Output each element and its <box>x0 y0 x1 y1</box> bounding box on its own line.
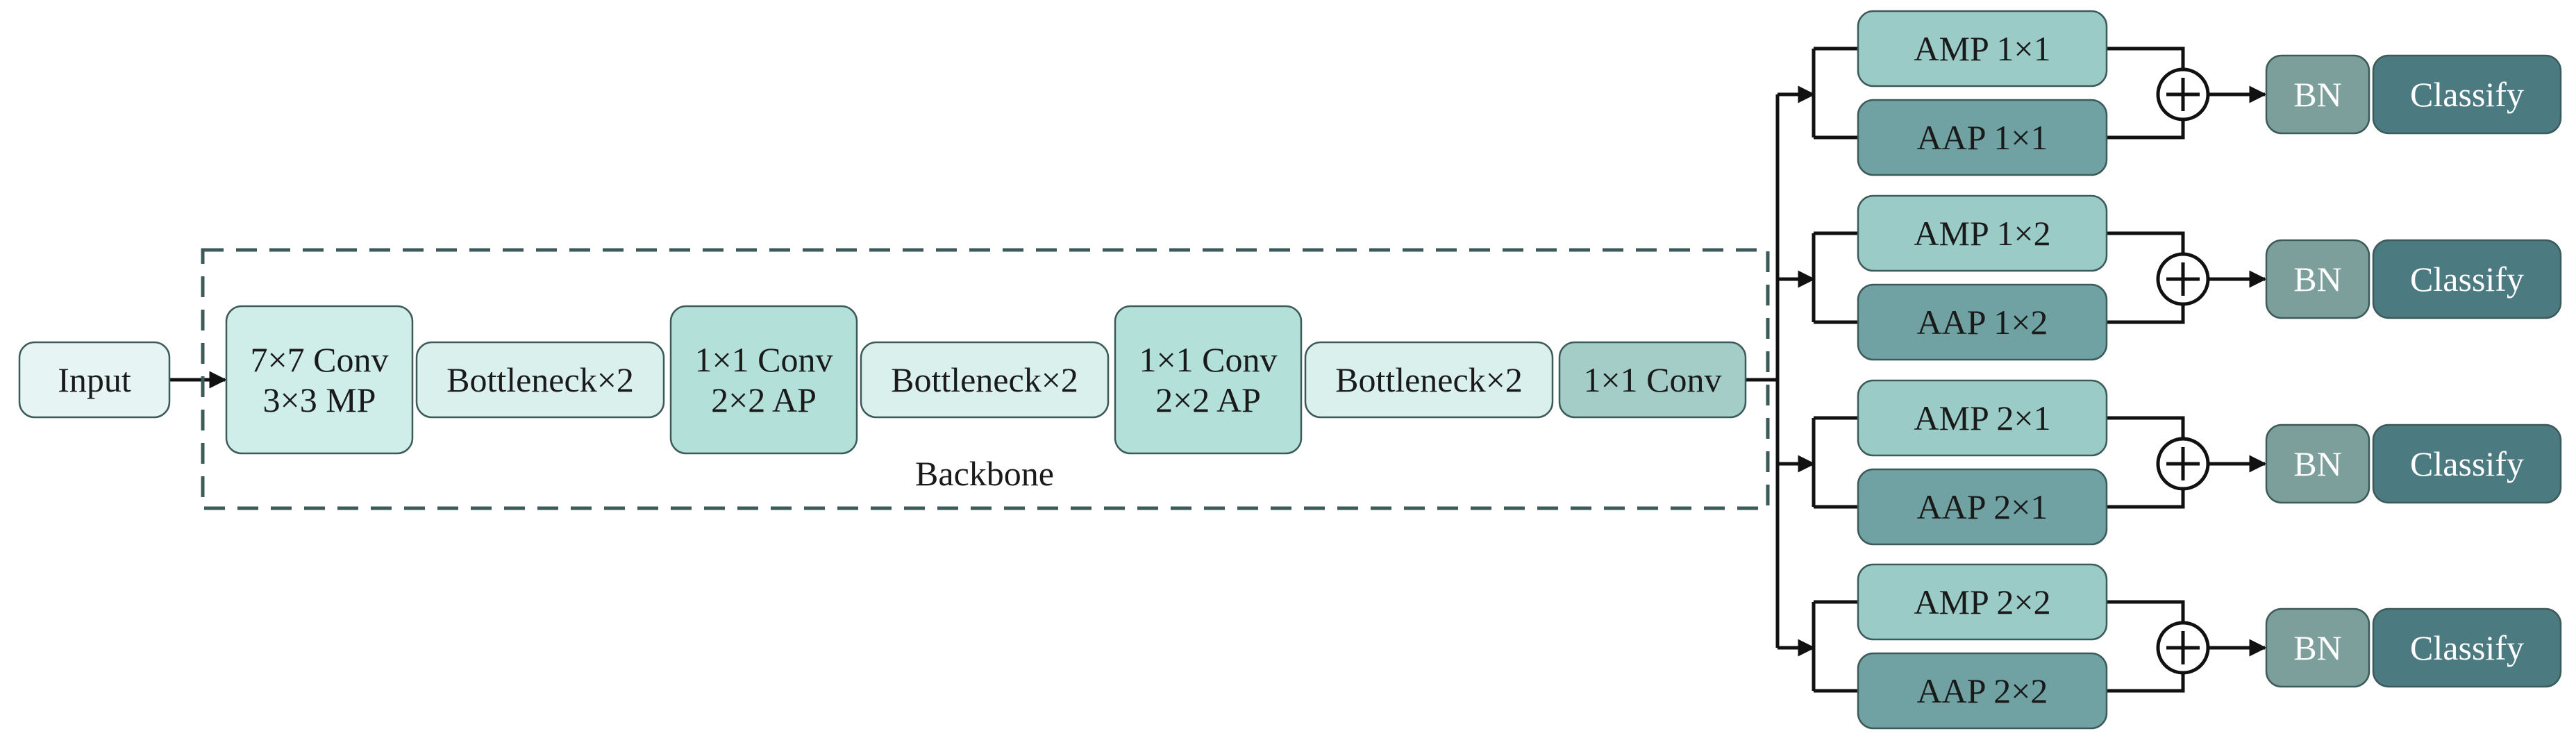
branch-1-aap-block-shape <box>1857 99 2108 176</box>
backbone-stage-4: Bottleneck×2 <box>860 341 1110 419</box>
branch-2-bn-block-shape <box>2265 239 2370 319</box>
branch-4-amp-merge <box>2107 600 2185 623</box>
branch-4-aap-block-label: AAP 2×2 <box>1917 671 2048 710</box>
branch-3-classify-block-shape <box>2372 424 2562 504</box>
backbone-stage-4-shape <box>860 341 1110 419</box>
branch-2-bn-block: BN <box>2265 239 2370 319</box>
branch-2-classify-block: Classify <box>2372 239 2562 319</box>
input-block-shape <box>18 341 171 419</box>
branch-1-amp-block-shape <box>1857 10 2108 87</box>
branch-2-sum-icon <box>2156 252 2210 306</box>
branch-1-bn-block-label: BN <box>2293 75 2341 114</box>
backbone-stage-4-label: Bottleneck×2 <box>891 360 1078 399</box>
branch-3-classify-block: Classify <box>2372 424 2562 504</box>
backbone-region <box>201 248 1770 510</box>
branch-3-amp-block-shape <box>1857 379 2108 457</box>
backbone-stage-5-label: 2×2 AP <box>1155 380 1261 419</box>
branch-4-bn-block-shape <box>2265 608 2370 688</box>
branch-4-classify-block: Classify <box>2372 608 2562 688</box>
backbone-stage-2: Bottleneck×2 <box>415 341 665 419</box>
branch-2-amp-merge <box>2107 231 2185 254</box>
backbone-stage-3-label: 1×1 Conv <box>694 340 833 379</box>
branch-1-bn-block: BN <box>2265 54 2370 135</box>
branch-4-amp-block: AMP 2×2 <box>1857 563 2108 641</box>
input-block-label: Input <box>58 360 131 399</box>
backbone-stage-6-shape <box>1304 341 1554 419</box>
backbone-stage-7-shape <box>1558 341 1747 419</box>
backbone-stage-5-label: 1×1 Conv <box>1139 340 1277 379</box>
backbone-stage-6: Bottleneck×2 <box>1304 341 1554 419</box>
branch-3-sum-icon <box>2156 437 2210 491</box>
branch-3-bn-block-shape <box>2265 424 2370 504</box>
backbone-stage-1-shape <box>225 305 414 455</box>
branch-4-classify-block-label: Classify <box>2410 628 2524 667</box>
branch-2-aap-block: AAP 1×2 <box>1857 283 2108 361</box>
branch-2-aap-block-shape <box>1857 283 2108 361</box>
branch-1-classify-block-label: Classify <box>2410 75 2524 114</box>
branch-3-classify-block-label: Classify <box>2410 444 2524 483</box>
branch-2-classify-block-label: Classify <box>2410 260 2524 299</box>
branch-3-aap-block-label: AAP 2×1 <box>1917 487 2048 526</box>
branch-1-classify-block-shape <box>2372 54 2562 135</box>
backbone-stage-5-shape <box>1114 305 1303 455</box>
branch-1-amp-merge <box>2107 47 2185 69</box>
backbone-stage-7-label: 1×1 Conv <box>1583 360 1721 399</box>
branch-1-amp-block: AMP 1×1 <box>1857 10 2108 87</box>
backbone-stage-3-shape <box>669 305 858 455</box>
branch-3-aap-block-shape <box>1857 468 2108 546</box>
branch-2-amp-block: AMP 1×2 <box>1857 194 2108 272</box>
branch-1-sum-icon <box>2156 67 2210 122</box>
backbone-stage-1-label: 3×3 MP <box>263 380 376 419</box>
branch-1-aap-merge <box>2107 119 2185 140</box>
branch-3-amp-block-label: AMP 2×1 <box>1914 399 2050 437</box>
branch-1-classify-block: Classify <box>2372 54 2562 135</box>
connection-lines <box>169 47 2267 693</box>
branch-3-aap-merge <box>2107 489 2185 509</box>
branch-4-aap-block: AAP 2×2 <box>1857 652 2108 730</box>
branch-3-amp-block: AMP 2×1 <box>1857 379 2108 457</box>
branch-2-amp-block-shape <box>1857 194 2108 272</box>
backbone-stage-2-label: Bottleneck×2 <box>446 360 634 399</box>
branch-2-amp-block-label: AMP 1×2 <box>1914 214 2050 253</box>
branch-4-bn-block-label: BN <box>2293 628 2341 667</box>
branch-4-aap-block-shape <box>1857 652 2108 730</box>
branch-1-aap-block-label: AAP 1×1 <box>1917 118 2048 157</box>
branch-2-aap-merge <box>2107 304 2185 324</box>
branch-2-bn-block-label: BN <box>2293 260 2341 299</box>
branch-4-bn-block: BN <box>2265 608 2370 688</box>
branch-4-sum-icon <box>2156 621 2210 675</box>
input-block: Input <box>18 341 171 419</box>
backbone-stage-6-label: Bottleneck×2 <box>1335 360 1523 399</box>
branch-3-bn-block-label: BN <box>2293 444 2341 483</box>
branch-4-amp-block-shape <box>1857 563 2108 641</box>
branch-1-aap-block: AAP 1×1 <box>1857 99 2108 176</box>
backbone-label: Backbone <box>915 454 1054 493</box>
branch-2-classify-block-shape <box>2372 239 2562 319</box>
branch-4-amp-block-label: AMP 2×2 <box>1914 583 2050 621</box>
branch-1-amp-block-label: AMP 1×1 <box>1914 29 2050 68</box>
branch-4-aap-merge <box>2107 673 2185 693</box>
branch-2-aap-block-label: AAP 1×2 <box>1917 303 2048 342</box>
backbone-stage-1-label: 7×7 Conv <box>250 340 388 379</box>
backbone-stage-3-label: 2×2 AP <box>711 380 817 419</box>
branch-1-bn-block-shape <box>2265 54 2370 135</box>
backbone-stage-7: 1×1 Conv <box>1558 341 1747 419</box>
branch-4-classify-block-shape <box>2372 608 2562 688</box>
backbone-stage-2-shape <box>415 341 665 419</box>
branch-3-bn-block: BN <box>2265 424 2370 504</box>
branch-3-aap-block: AAP 2×1 <box>1857 468 2108 546</box>
branch-3-amp-merge <box>2107 416 2185 439</box>
